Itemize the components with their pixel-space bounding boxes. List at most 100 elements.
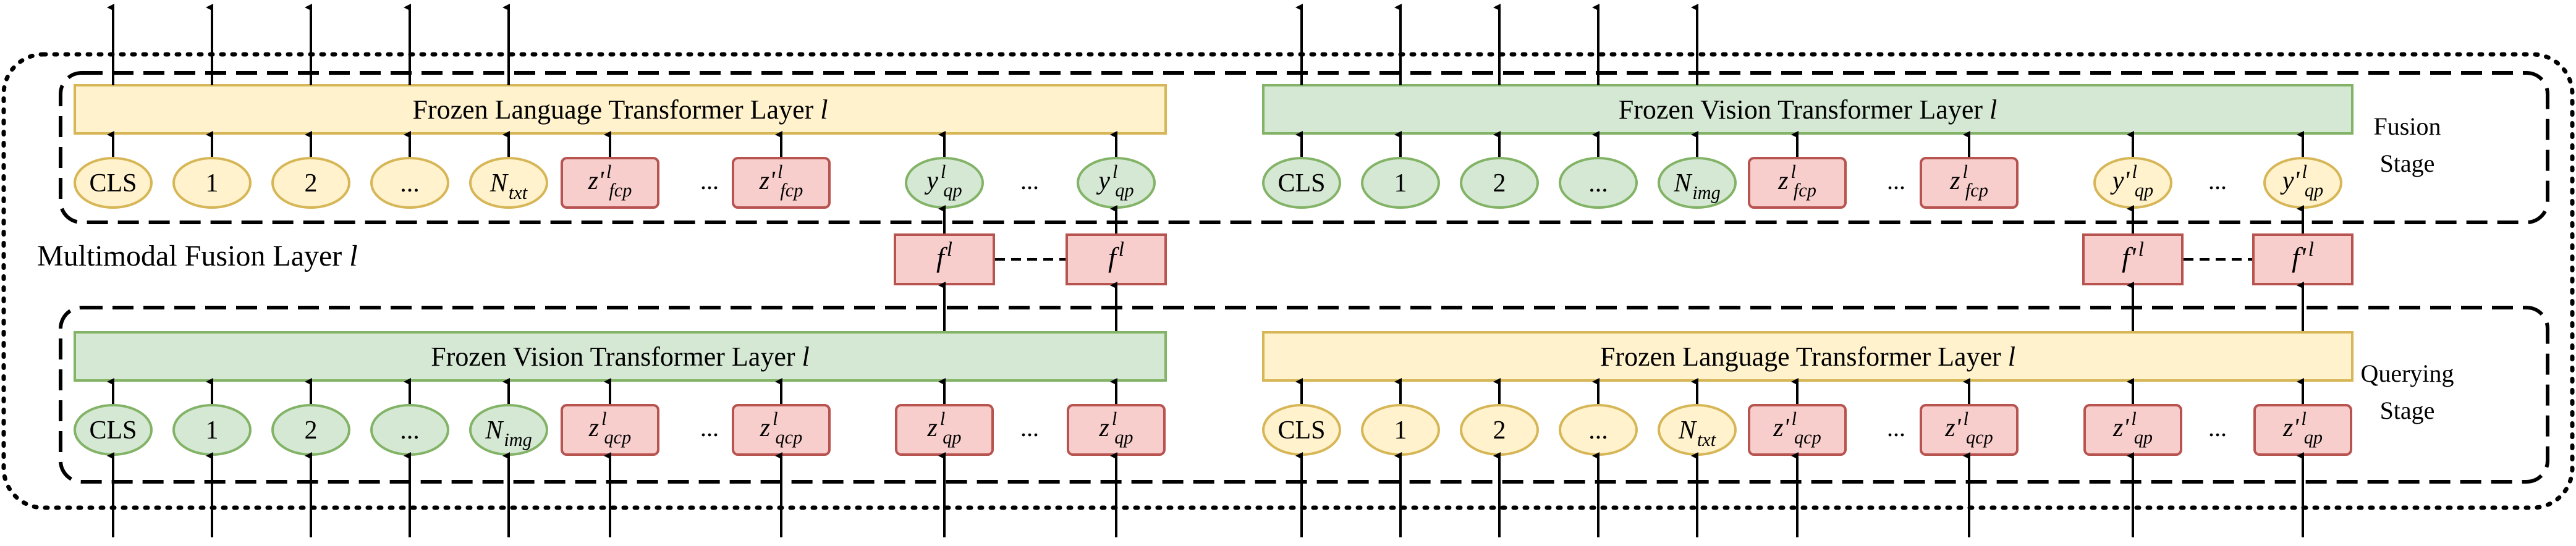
token-main: CLS [1277,416,1325,445]
token-label: 1 [206,169,219,198]
token-main: ... [400,416,420,445]
token-main: z [1949,167,1960,195]
outer-dotted-frame [1,52,2575,510]
token-label: 2 [1493,416,1506,445]
token-label: Ntxt [489,169,528,203]
token-label: f'l [2292,238,2314,273]
frozen-layer-symbol: l [820,94,828,125]
token-subscript: qp [943,427,961,448]
token-superscript: l [2301,408,2306,429]
token-label: 2 [1493,169,1506,198]
frozen-layer-prefix: Frozen Vision Transformer Layer [431,342,802,372]
token-subscript: qp [1114,427,1133,448]
ellipsis-separator: ... [2208,167,2227,195]
token-label: CLS [1277,169,1325,198]
token-label: 1 [206,416,219,445]
token-main: ... [400,169,420,198]
token-subscript: qcp [1794,427,1821,448]
frozen-layer-symbol: l [802,342,810,372]
token-main: z [588,414,599,442]
token-main: z [927,414,938,442]
token-fcp-2-box [732,157,831,209]
token-superscript: l [940,408,945,429]
token-label: ... [400,416,420,445]
token-main: ... [1588,416,1608,445]
ellipsis-separator: ... [700,167,719,195]
token-superscript: l [1792,408,1797,429]
ellipsis-separator: ... [1887,414,1905,442]
frozen-layer-bar [1262,331,2354,382]
ellipsis-separator: ... [1020,414,1039,442]
token-superscript: l [601,408,606,429]
token-subscript: img [1692,182,1720,203]
token-label: 1 [1394,416,1407,445]
ellipsis-separator: ... [700,414,719,442]
token-subscript: qp [2305,180,2323,201]
token-superscript: l [1791,161,1796,182]
fusion-node [894,233,995,285]
token-main: 2 [305,169,318,198]
frozen-layer-bar [74,84,1167,135]
token-cls-ellipse [1262,157,1341,209]
token-fcp-1-box [1748,157,1847,209]
token-two-ellipse [1460,157,1539,209]
token-main: z' [759,167,776,195]
token-subscript: fcp [780,180,803,201]
frozen-layer-bar [74,331,1167,382]
token-cls-ellipse [74,157,153,209]
token-superscript: l [941,161,946,182]
fusion-node [2082,233,2184,285]
frozen-layer-symbol: l [1989,94,1997,125]
token-main: 1 [1394,169,1407,198]
fusion-node [1066,233,1167,285]
frozen-layer-label: Frozen Vision Transformer Layer l [1619,94,1997,125]
ellipsis-separator: ... [2208,414,2227,442]
token-label: CLS [89,169,137,198]
frozen-layer-label: Frozen Language Transformer Layer l [412,94,828,125]
token-label: ... [1588,169,1608,198]
token-subscript: qp [2135,180,2153,201]
token-superscript: l [777,161,782,182]
token-subscript: fcp [609,180,632,201]
token-subscript: qp [1115,180,1133,201]
token-label: 2 [305,169,318,198]
token-main: ... [1588,169,1608,198]
frozen-layer-label: Frozen Vision Transformer Layer l [431,342,809,372]
token-main: 2 [305,416,318,445]
token-n-ellipse [469,157,548,209]
token-one-ellipse [172,157,252,209]
token-subscript: qcp [604,427,632,448]
token-main: y [1096,167,1110,195]
token-main: z' [1773,414,1789,442]
frozen-layer-prefix: Frozen Vision Transformer Layer [1619,94,1989,125]
token-label: CLS [89,416,137,445]
token-n-ellipse [1658,157,1737,209]
fusion-stage-label-line2: Stage [2380,149,2435,177]
token-label: 1 [1394,169,1407,198]
token-superscript: l [2302,161,2307,182]
frozen-layer-label: Frozen Language Transformer Layer l [1600,342,2015,372]
token-main: CLS [89,169,137,198]
token-superscript: l [2308,238,2314,261]
frozen-layer-bar [1262,84,2354,135]
token-label: ... [1588,416,1608,445]
token-main: N [1673,169,1692,198]
frozen-layer-prefix: Frozen Language Transformer Layer [1600,342,2008,372]
multimodal-fusion-text: Multimodal Fusion Layer [37,240,342,272]
token-superscript: l [1112,161,1117,182]
token-main: y' [2110,167,2130,195]
querying-stage-frame [59,306,2549,484]
